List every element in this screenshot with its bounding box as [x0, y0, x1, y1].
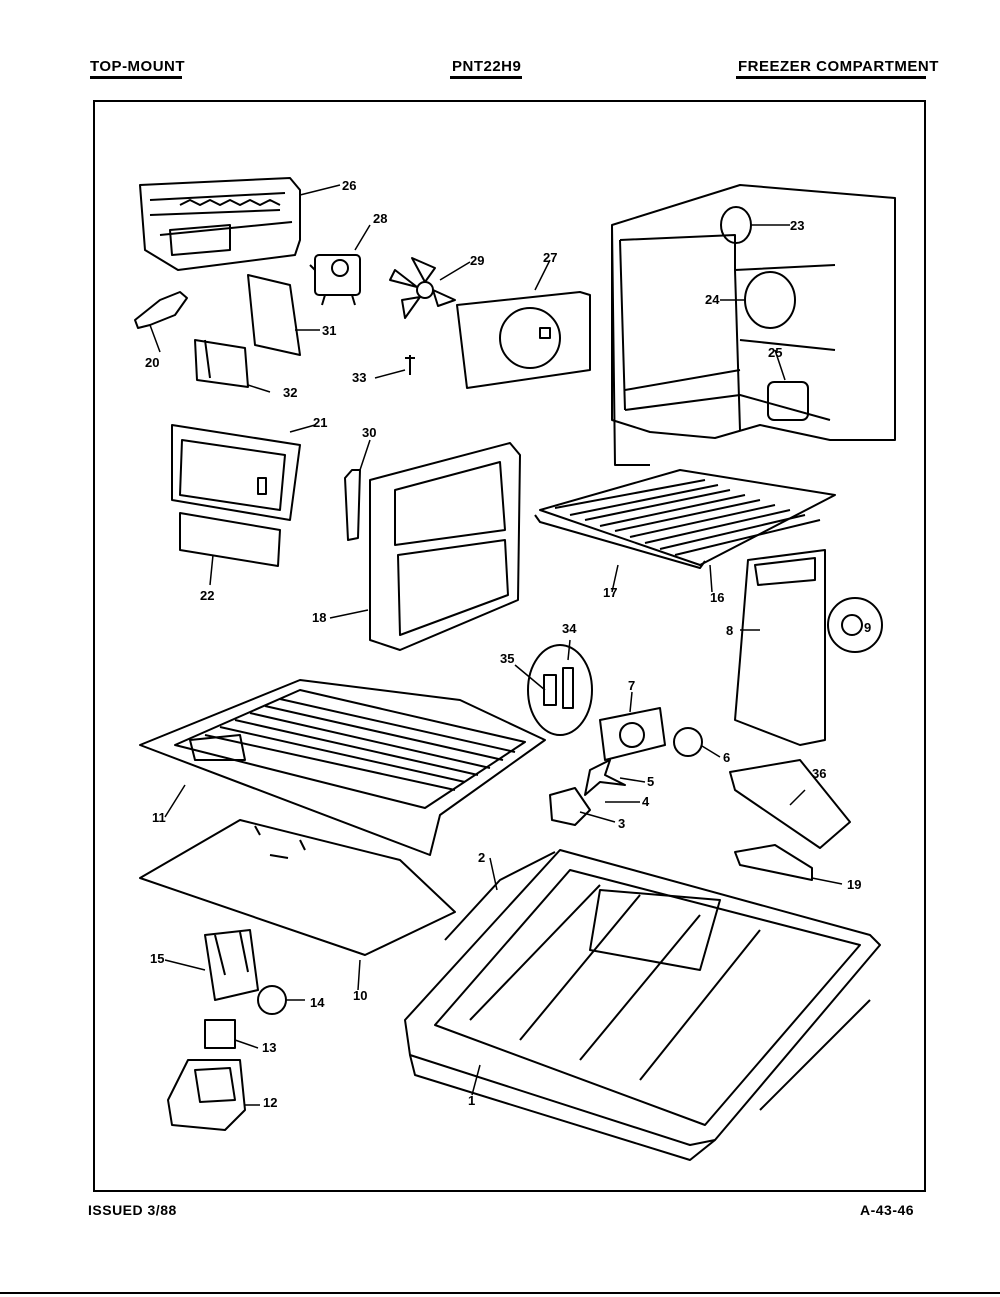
part-wire-shelf [534, 469, 836, 569]
callout-18: 18 [312, 610, 326, 625]
leader-lines [149, 184, 843, 1106]
callout-28: 28 [373, 211, 387, 226]
callout-33: 33 [352, 370, 366, 385]
part-fan-shroud [456, 291, 591, 389]
part-rear-panel [734, 549, 883, 746]
callout-1: 1 [468, 1093, 475, 1108]
part-small-fan [584, 759, 626, 796]
part-drawer-cover [729, 759, 851, 849]
part-ice-bucket [167, 1059, 246, 1131]
header-rule-left [90, 76, 182, 79]
callout-30: 30 [362, 425, 376, 440]
callout-29: 29 [470, 253, 484, 268]
callout-17: 17 [603, 585, 617, 600]
part-small-block [204, 1019, 236, 1049]
part-cover-panel [247, 274, 301, 356]
callout-19: 19 [847, 877, 861, 892]
footer-page-number: A-43-46 [860, 1202, 915, 1218]
callout-16: 16 [710, 590, 724, 605]
part-door-liner [369, 442, 521, 651]
callout-24: 24 [705, 292, 720, 307]
part-motor [309, 254, 361, 306]
part-liner-sheet [139, 819, 456, 956]
callout-4: 4 [642, 794, 650, 809]
header-rule-center [450, 76, 522, 79]
callout-25: 25 [768, 345, 782, 360]
callout-21: 21 [313, 415, 327, 430]
callout-20: 20 [145, 355, 159, 370]
diagram-frame [93, 100, 926, 1192]
callout-2: 2 [478, 850, 485, 865]
callout-7: 7 [628, 678, 635, 693]
callout-14: 14 [310, 995, 325, 1010]
callout-32: 32 [283, 385, 297, 400]
part-drawer-bracket [734, 844, 813, 881]
part-cabinet-shell [611, 184, 896, 466]
part-screw [405, 355, 415, 375]
part-small-motor [549, 787, 591, 826]
part-ice-maker [139, 177, 301, 271]
header-model-type: TOP-MOUNT [90, 58, 186, 75]
part-label-plate [179, 512, 281, 567]
callout-13: 13 [262, 1040, 276, 1055]
callout-5: 5 [647, 774, 654, 789]
callout-34: 34 [562, 621, 577, 636]
part-detail-inset [527, 644, 593, 736]
header-model-number: PNT22H9 [452, 58, 522, 75]
part-round-fitting [673, 727, 703, 757]
part-hinge-strip [344, 469, 361, 541]
part-base-pan [404, 849, 881, 1161]
part-gasket-strip [444, 851, 556, 941]
callout-3: 3 [618, 816, 625, 831]
part-ice-chute [204, 929, 287, 1015]
callout-26: 26 [342, 178, 356, 193]
part-ice-bin [171, 424, 301, 521]
bottom-rule [0, 1292, 1000, 1294]
callout-27: 27 [543, 250, 557, 265]
callout-23: 23 [790, 218, 804, 233]
callout-9: 9 [864, 620, 871, 635]
part-clip [134, 291, 188, 329]
callout-8: 8 [726, 623, 733, 638]
part-fan-blade [389, 257, 456, 319]
callout-36: 36 [812, 766, 826, 781]
callout-35: 35 [500, 651, 514, 666]
part-freezer-shelf [139, 679, 546, 856]
callout-12: 12 [263, 1095, 277, 1110]
part-bracket [194, 339, 249, 388]
header-rule-right [736, 76, 926, 79]
callout-22: 22 [200, 588, 214, 603]
callout-11: 11 [152, 810, 166, 825]
header-section-title: FREEZER COMPARTMENT [738, 58, 939, 75]
part-fan-bracket [599, 707, 666, 761]
callout-6: 6 [723, 750, 730, 765]
callout-15: 15 [150, 951, 164, 966]
callout-10: 10 [353, 988, 367, 1003]
callout-31: 31 [322, 323, 336, 338]
footer-issue-date: ISSUED 3/88 [88, 1202, 177, 1218]
